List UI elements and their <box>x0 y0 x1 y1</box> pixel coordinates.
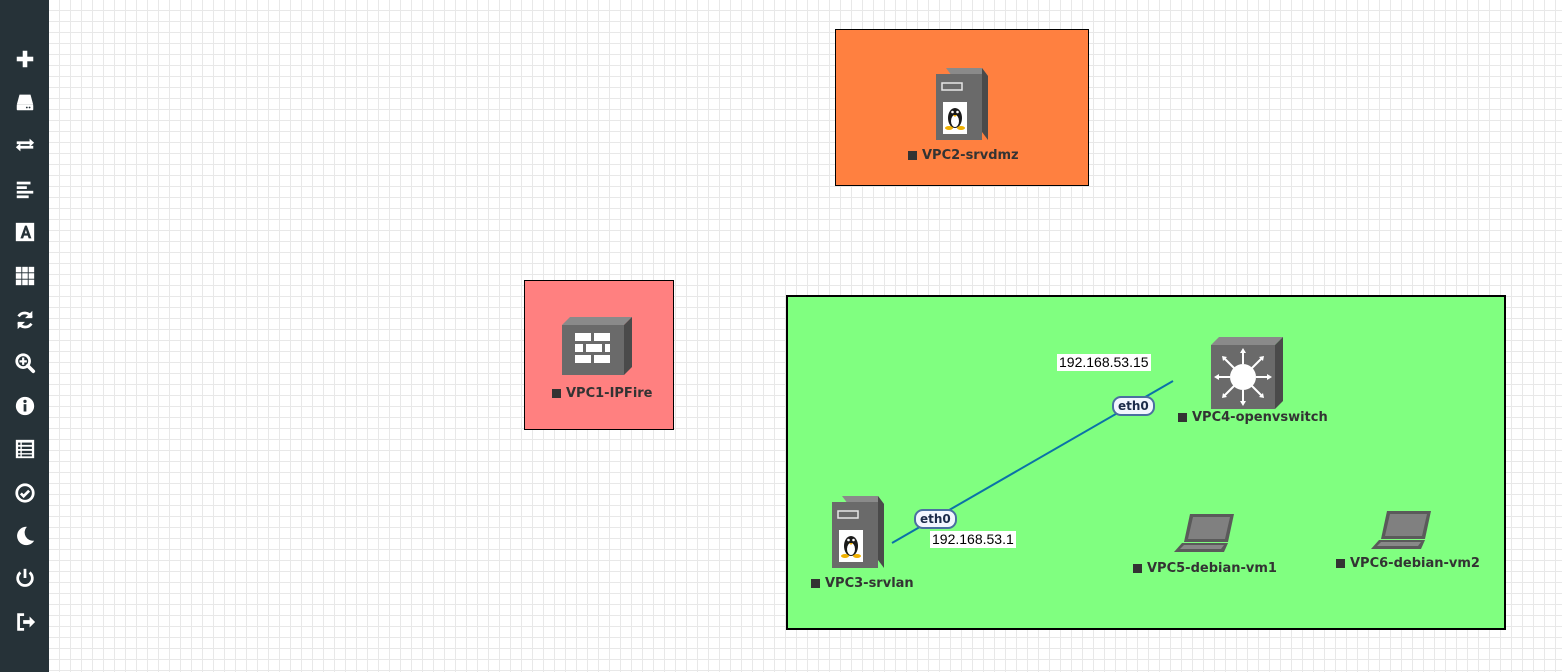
linux-server-icon <box>936 68 988 140</box>
laptop-icon <box>1371 511 1431 549</box>
plus-icon <box>16 50 33 68</box>
th-icon <box>15 266 34 286</box>
node-label-srvdmz: VPC2-srvdmz <box>908 148 1019 163</box>
info-icon <box>15 396 34 416</box>
text-object-button[interactable] <box>0 214 49 250</box>
status-indicator <box>811 579 820 588</box>
node-srvlan[interactable] <box>830 494 886 572</box>
switch-icon <box>1211 337 1283 409</box>
status-indicator <box>1133 564 1142 573</box>
hdd-icon <box>16 94 33 111</box>
font-icon <box>15 222 34 242</box>
node-srvdmz[interactable] <box>934 66 990 144</box>
status-indicator <box>1178 413 1187 422</box>
networks-button[interactable] <box>0 127 49 163</box>
power-icon <box>15 568 34 587</box>
node-label-debian-vm1: VPC5-debian-vm1 <box>1133 561 1277 576</box>
interface-label-openvswitch-eth0[interactable]: eth0 <box>1112 396 1155 416</box>
list-icon <box>15 439 34 459</box>
node-label-srvlan: VPC3-srvlan <box>811 576 914 591</box>
node-openvswitch[interactable] <box>1211 337 1283 409</box>
node-label-ipfire: VPC1-IPFire <box>552 386 653 401</box>
node-label-openvswitch: VPC4-openvswitch <box>1178 410 1328 425</box>
power-button[interactable] <box>0 560 49 596</box>
ip-label-srvlan: 192.168.53.1 <box>930 531 1016 548</box>
refresh-icon <box>16 310 33 330</box>
startup-configs-button[interactable] <box>0 171 49 207</box>
moon-icon <box>16 526 34 546</box>
firewall-icon <box>562 317 632 375</box>
zoom-button[interactable] <box>0 345 49 381</box>
sidebar <box>0 0 49 672</box>
topology-canvas[interactable]: VPC2-srvdmz VPC1-IPFire <box>49 0 1562 672</box>
status-button[interactable] <box>0 475 49 511</box>
align-left-icon <box>16 181 33 199</box>
status-indicator <box>908 151 917 160</box>
node-debian-vm1[interactable] <box>1174 512 1236 554</box>
exchange-icon <box>15 138 34 152</box>
refresh-button[interactable] <box>0 302 49 338</box>
check-circle-icon <box>14 483 35 503</box>
ip-label-openvswitch: 192.168.53.15 <box>1057 354 1151 371</box>
status-indicator <box>1336 559 1345 568</box>
grid-view-button[interactable] <box>0 258 49 294</box>
theme-toggle-button[interactable] <box>0 518 49 554</box>
node-label-debian-vm2: VPC6-debian-vm2 <box>1336 556 1480 571</box>
status-indicator <box>552 389 561 398</box>
info-button[interactable] <box>0 388 49 424</box>
sign-out-icon <box>16 613 35 631</box>
node-debian-vm2[interactable] <box>1371 509 1433 551</box>
zoom-icon <box>14 353 35 374</box>
lab-details-button[interactable] <box>0 431 49 467</box>
add-object-button[interactable] <box>0 41 49 77</box>
nodes-button[interactable] <box>0 84 49 120</box>
logout-button[interactable] <box>0 604 49 640</box>
laptop-icon <box>1174 514 1234 552</box>
node-ipfire[interactable] <box>562 317 632 375</box>
linux-server-icon <box>832 496 884 568</box>
interface-label-srvlan-eth0[interactable]: eth0 <box>914 509 957 529</box>
